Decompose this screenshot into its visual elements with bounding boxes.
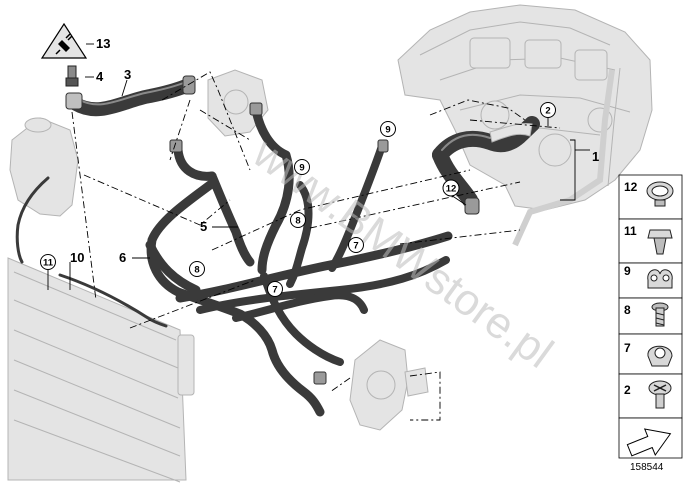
svg-text:11: 11 — [43, 258, 54, 269]
callout-10: 10 — [70, 250, 84, 265]
push-in-clip-icon — [647, 229, 673, 255]
screw-icon — [651, 302, 669, 327]
callout-1: 1 — [592, 149, 599, 164]
temperature-sensor — [65, 65, 79, 87]
double-hose-holder-icon — [647, 269, 673, 289]
callout-7-circle-b: 7 — [267, 281, 283, 297]
assembly-guide-lines — [71, 71, 561, 421]
callout-8-circle-b: 8 — [189, 261, 205, 277]
electric-water-pump — [349, 339, 429, 431]
svg-text:9: 9 — [299, 163, 304, 174]
leader-lines — [47, 76, 590, 290]
legend-label-5: 2 — [624, 383, 631, 397]
svg-text:7: 7 — [272, 285, 277, 296]
hose-clamp-icon — [646, 181, 674, 207]
thermostat-housing — [207, 69, 269, 137]
legend-label-2: 9 — [624, 264, 631, 278]
hose-1 — [432, 116, 540, 208]
svg-text:8: 8 — [295, 216, 300, 227]
engine-block — [397, 4, 653, 211]
callout-13: 13 — [96, 36, 110, 51]
callout-7-circle-a: 7 — [348, 237, 364, 253]
direction-arrow-icon — [626, 428, 672, 457]
callout-5: 5 — [200, 219, 207, 234]
coolant-pipe-right — [512, 67, 621, 247]
svg-text:7: 7 — [353, 241, 358, 252]
hose-3 — [69, 79, 193, 117]
parts-legend: 12 11 9 8 7 2 — [618, 174, 683, 459]
hose-5 — [173, 105, 294, 275]
svg-text:9: 9 — [385, 125, 390, 136]
callout-9-circle-b: 9 — [294, 159, 310, 175]
hose-connectors — [65, 75, 480, 385]
callout-12-circle: 12 — [442, 179, 460, 197]
legend-label-1: 11 — [624, 224, 637, 238]
legend-label-4: 7 — [624, 341, 631, 355]
svg-text:2: 2 — [545, 106, 550, 117]
callout-11-circle: 11 — [40, 254, 56, 270]
callout-9-circle-a: 9 — [380, 121, 396, 137]
svg-text:12: 12 — [446, 184, 457, 195]
callout-3: 3 — [124, 67, 131, 82]
callout-6: 6 — [119, 250, 126, 265]
radiator — [7, 257, 195, 483]
thin-pipes — [15, 176, 168, 328]
callout-2-circle: 2 — [540, 102, 556, 118]
hose-6 — [145, 177, 325, 417]
svg-text:8: 8 — [194, 265, 199, 276]
diagram-reference-number: 158544 — [630, 462, 664, 473]
callout-4: 4 — [96, 69, 104, 84]
callout-8-circle-a: 8 — [290, 212, 306, 228]
warning-triangle-icon — [40, 22, 88, 59]
legend-label-0: 12 — [624, 180, 638, 194]
legend-label-3: 8 — [624, 303, 631, 317]
hose-holder-icon — [647, 345, 673, 367]
expansion-tank — [9, 117, 79, 217]
cross-head-bolt-icon — [648, 380, 672, 409]
